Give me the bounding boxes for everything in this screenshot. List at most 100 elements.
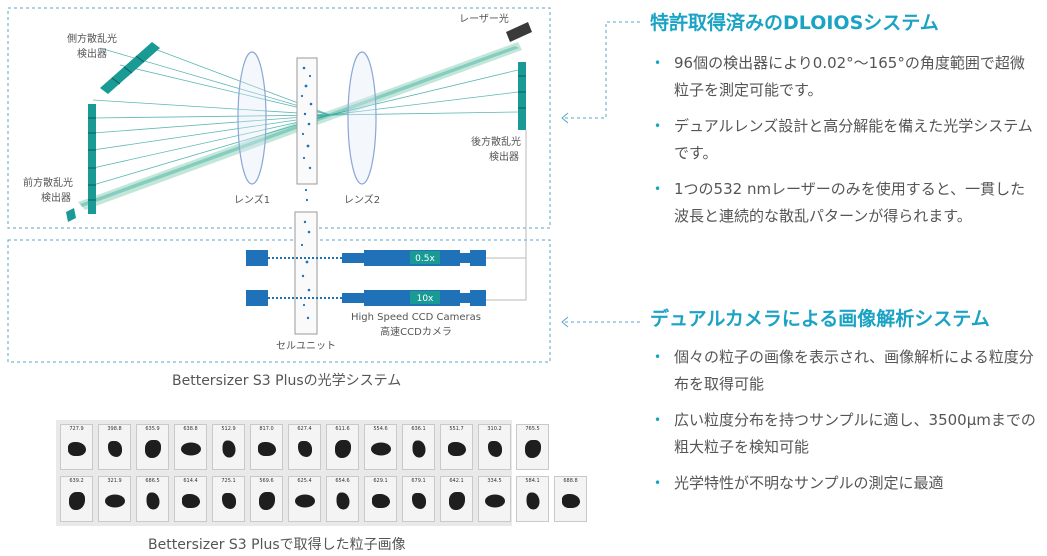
bullet-dot-icon: • <box>654 476 662 490</box>
particle-size-label: 554.6 <box>373 426 388 432</box>
bullet-dot-icon: • <box>654 413 662 427</box>
particle-image <box>297 441 312 458</box>
particle-thumbnail: 569.6 <box>250 476 283 522</box>
forward-detector-label-1: 前方散乱光 <box>23 176 73 189</box>
camera-low-mag <box>342 250 486 266</box>
particle-image <box>526 492 539 510</box>
side-detector-label-1: 側方散乱光 <box>67 32 117 45</box>
bullet-text: デュアルレンズ設計と高分解能を備えた光学システムです。 <box>674 117 1033 162</box>
lens1-label: レンズ1 <box>234 193 270 206</box>
particle-image <box>334 440 351 459</box>
particle-size-label: 321.9 <box>107 478 122 484</box>
particle-image <box>146 492 159 510</box>
lens2-label: レンズ2 <box>344 193 380 206</box>
particle-image <box>448 492 465 511</box>
particle-size-label: 614.4 <box>183 478 198 484</box>
particle-size-label: 686.5 <box>145 478 160 484</box>
camera-light-2 <box>246 290 268 306</box>
lens-2 <box>347 51 377 185</box>
particle-image <box>484 494 505 508</box>
bullet-dot-icon: • <box>654 56 662 70</box>
particle-image <box>181 494 200 509</box>
section1-bullets: • 96個の検出器により0.02°〜165°の角度範囲で超微粒子を測定可能です。 •… <box>652 50 1037 239</box>
particle-image <box>524 440 541 459</box>
particle-thumbnail: 321.9 <box>98 476 131 522</box>
particle-size-label: 654.6 <box>335 478 350 484</box>
particle-thumbnail: 765.5 <box>516 424 549 470</box>
particle-thumbnail: 636.1 <box>402 424 435 470</box>
arrowhead-1 <box>561 112 569 124</box>
particle-thumbnail: 686.5 <box>136 476 169 522</box>
particle-size-label: 635.9 <box>145 426 160 432</box>
particle-thumbnail: 727.9 <box>60 424 93 470</box>
particle-image <box>258 492 275 511</box>
back-scatter-detector <box>518 62 526 130</box>
particle-size-label: 688.8 <box>563 478 578 484</box>
particle-size-label: 642.1 <box>449 478 464 484</box>
bullet-dot-icon: • <box>654 182 662 196</box>
particle-thumbnail: 635.9 <box>136 424 169 470</box>
laser-diffraction-box <box>7 7 551 229</box>
particle-image <box>180 442 201 456</box>
lens-1 <box>237 51 267 185</box>
particle-thumbnail: 398.8 <box>98 424 131 470</box>
camera-high-mag <box>342 290 486 306</box>
bullet-text: 個々の粒子の画像を表示され、画像解析による粒度分布を取得可能 <box>674 348 1034 393</box>
particle-size-label: 679.1 <box>411 478 426 484</box>
optical-system-diagram: 側方散乱光 検出器 前方散乱光 検出器 後方散乱光 検出器 レーザー光 レンズ1… <box>7 7 640 363</box>
bullet-item: • 1つの532 nmレーザーのみを使用すると、一貫した波長と連続的な散乱パターン… <box>652 176 1037 230</box>
bullet-text: 96個の検出器により0.02°〜165°の角度範囲で超微粒子を測定可能です。 <box>674 54 1025 99</box>
particle-image <box>487 441 502 458</box>
particle-thumbnail: 654.6 <box>326 476 359 522</box>
particle-size-label: 551.7 <box>449 426 464 432</box>
particle-row-2: 639.2 321.9 686.5 614.4 725.1 569.6 625.4 654.6… <box>60 476 587 522</box>
particle-image <box>107 441 122 458</box>
bullet-item: •広い粒度分布を持つサンプルに適し、3500μmまでの粗大粒子を検知可能 <box>652 407 1037 461</box>
particle-image <box>67 442 86 457</box>
section2-bullets: •個々の粒子の画像を表示され、画像解析による粒度分布を取得可能•広い粒度分布を持… <box>652 344 1037 506</box>
section1-title: 特許取得済みのDLOIOSシステム <box>650 12 939 34</box>
particle-thumbnail: 551.7 <box>440 424 473 470</box>
particle-dots <box>300 66 313 320</box>
pointer-arrow-1 <box>562 21 640 119</box>
bullet-item: •個々の粒子の画像を表示され、画像解析による粒度分布を取得可能 <box>652 344 1037 398</box>
bullet-text: 1つの532 nmレーザーのみを使用すると、一貫した波長と連続的な散乱パターンが… <box>674 180 1026 225</box>
particle-size-label: 636.1 <box>411 426 426 432</box>
particle-thumbnail: 614.4 <box>174 476 207 522</box>
particle-size-label: 584.1 <box>525 478 540 484</box>
particle-thumbnail: 725.1 <box>212 476 245 522</box>
particle-size-label: 334.5 <box>487 478 502 484</box>
particle-thumbnail: 679.1 <box>402 476 435 522</box>
particle-size-label: 398.8 <box>107 426 122 432</box>
forward-scatter-detector <box>66 104 96 222</box>
camera-light-paths <box>268 257 342 299</box>
cameras-en-label: High Speed CCD Cameras <box>351 312 481 323</box>
forward-detector-label-2: 検出器 <box>41 191 71 204</box>
particle-thumbnail: 639.2 <box>60 476 93 522</box>
particle-thumbnail: 625.4 <box>288 476 321 522</box>
particle-image <box>68 492 85 511</box>
particle-image <box>447 442 466 457</box>
particle-size-label: 765.5 <box>525 426 540 432</box>
particle-size-label: 639.2 <box>69 478 84 484</box>
particle-size-label: 569.6 <box>259 478 274 484</box>
connector-lines <box>484 130 527 301</box>
cell-unit-upper <box>296 57 318 185</box>
particle-thumbnail: 310.2 <box>478 424 511 470</box>
particle-image <box>412 440 425 458</box>
particle-image <box>336 492 349 510</box>
particle-image <box>370 442 391 456</box>
side-detector-label-2: 検出器 <box>77 47 107 60</box>
particle-size-label: 725.1 <box>221 478 236 484</box>
particle-size-label: 310.2 <box>487 426 502 432</box>
image-analysis-box <box>7 239 551 363</box>
particle-image <box>411 493 426 510</box>
scatter-rays-back <box>329 69 519 116</box>
bullet-item: •デュアルレンズ設計と高分解能を備えた光学システムです。 <box>652 113 1037 167</box>
particle-size-label: 817.0 <box>259 426 274 432</box>
particle-thumbnail: 611.6 <box>326 424 359 470</box>
laser-source <box>506 22 532 42</box>
particle-thumbnail: 334.5 <box>478 476 511 522</box>
